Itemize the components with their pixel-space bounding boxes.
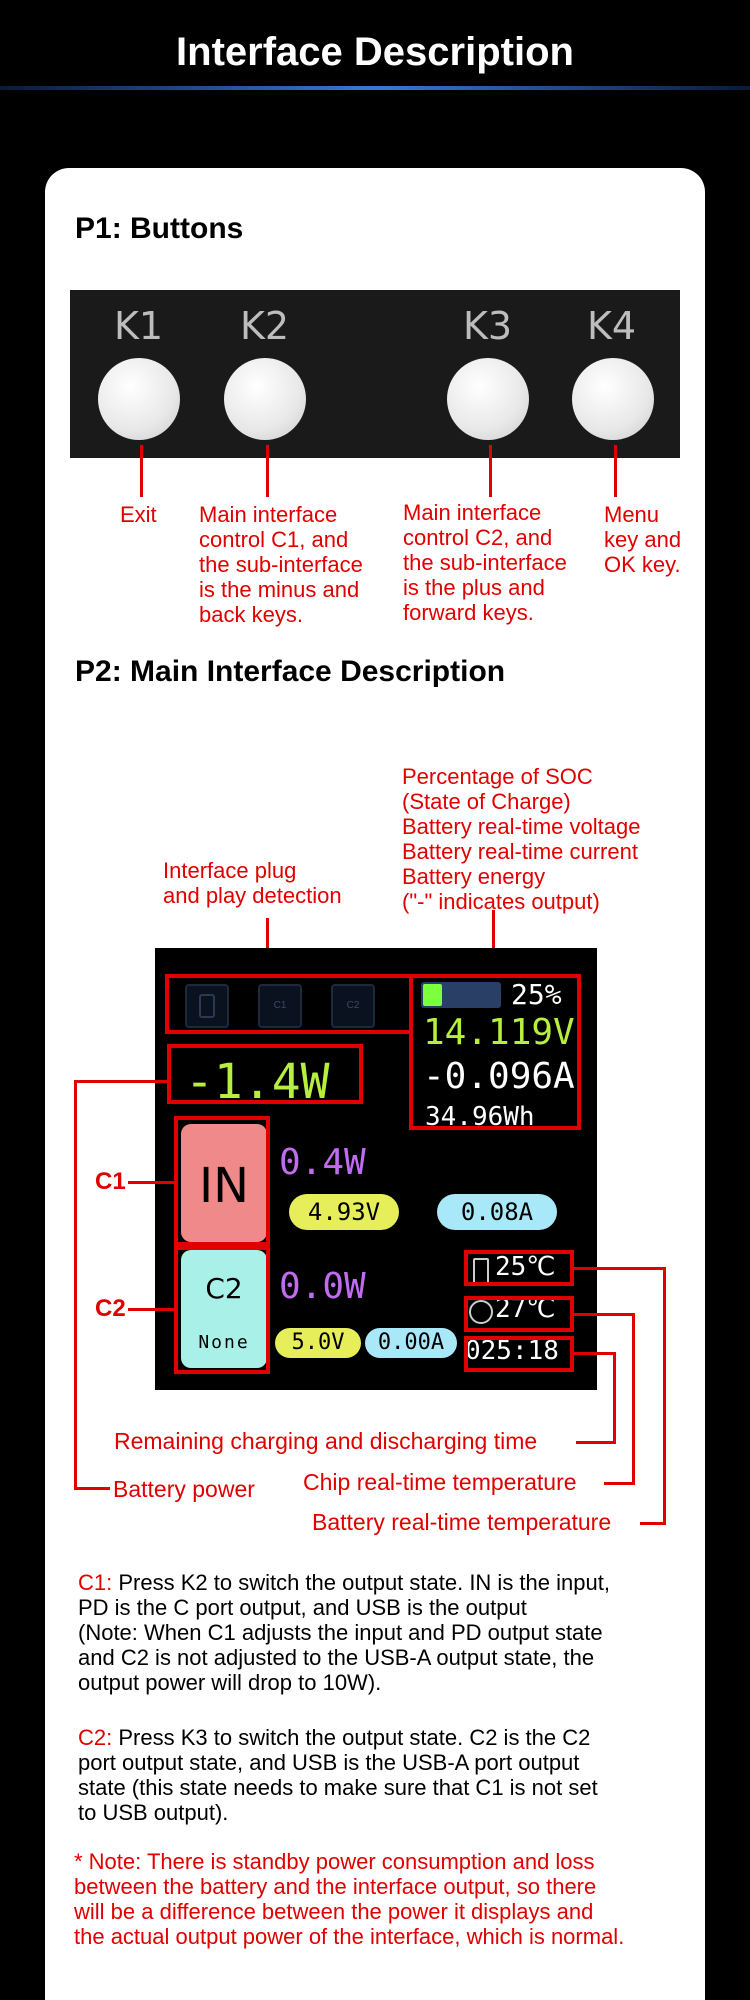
soc-percent: 25% (511, 978, 562, 1011)
battery-temp-box (464, 1250, 574, 1286)
chip-temp-icon (469, 1300, 493, 1324)
battery-power-box (167, 1044, 363, 1104)
remaining-time-box (464, 1336, 574, 1372)
chip-temp-connector-vertical (632, 1313, 635, 1485)
k2-button (224, 358, 306, 440)
battery-power-connector-vertical (74, 1080, 77, 1490)
standby-note: * Note: There is standby power consumpti… (74, 1849, 625, 1949)
soc-annotation: Percentage of SOC(State of Charge)Batter… (402, 764, 641, 914)
c1-side-label: C1 (95, 1168, 126, 1195)
c2-state-box: C2 None (181, 1250, 267, 1368)
p2-heading: P2: Main Interface Description (75, 655, 506, 688)
remaining-time-connector-bottom (576, 1441, 616, 1444)
c1-current-pill: 0.08A (437, 1194, 557, 1230)
soc-fill (423, 984, 442, 1006)
k4-button (572, 358, 654, 440)
port-c2-icon: C2 (331, 984, 375, 1028)
c2-box (174, 1246, 270, 1374)
soc-box (409, 974, 581, 1130)
battery-current: -0.096A (423, 1056, 575, 1097)
k2-label: K2 (240, 304, 290, 348)
soc-battery-icon (421, 982, 501, 1008)
c1-state: IN (198, 1158, 250, 1214)
battery-voltage: 14.119V (423, 1012, 575, 1053)
page-header: Interface Description (0, 0, 750, 90)
c2-state: None (198, 1332, 250, 1353)
k3-pointer (489, 445, 492, 497)
soc-pointer (492, 910, 495, 982)
k1-button (98, 358, 180, 440)
c2-name: C2 (205, 1272, 243, 1305)
battery-temp-connector-bottom (640, 1522, 666, 1525)
k1-label: K1 (114, 304, 164, 348)
k3-label: K3 (463, 304, 513, 348)
chip-temp-label: Chip real-time temperature (303, 1469, 577, 1495)
remaining-time-label: Remaining charging and discharging time (114, 1428, 538, 1454)
remaining-time: 025:18 (465, 1336, 559, 1366)
c2-voltage-pill: 5.0V (275, 1328, 361, 1358)
c1-box (174, 1116, 270, 1246)
c2-connector (128, 1308, 174, 1311)
remaining-time-connector-vertical (613, 1352, 616, 1444)
k3-button (447, 358, 529, 440)
header-divider (0, 86, 750, 90)
page-title: Interface Description (176, 30, 574, 74)
chip-temp-box (464, 1296, 574, 1332)
battery-temp-label: Battery real-time temperature (312, 1509, 612, 1535)
c2-side-label: C2 (95, 1295, 126, 1322)
chip-temp-connector-bottom (604, 1482, 635, 1485)
battery-power-connector-top (74, 1080, 167, 1083)
port-c1-icon: C1 (258, 984, 302, 1028)
c2-power: 0.0W (279, 1266, 366, 1307)
k2-pointer (266, 445, 269, 497)
k4-pointer (614, 445, 617, 497)
remaining-time-connector-top (574, 1352, 616, 1355)
c1-connector (128, 1181, 174, 1184)
c1-note: C1: Press K2 to switch the output state.… (78, 1570, 610, 1695)
c1-voltage-pill: 4.93V (289, 1194, 399, 1230)
c2-note-prefix: C2: (78, 1725, 113, 1750)
p1-heading: P1: Buttons (75, 212, 244, 245)
exit-label: Exit (120, 502, 157, 527)
chip-temp-connector-top (574, 1313, 635, 1316)
battery-temp-connector-top (574, 1267, 666, 1270)
c2-note: C2: Press K3 to switch the output state.… (78, 1725, 598, 1825)
c2-current-pill: 0.00A (365, 1328, 457, 1358)
c1-note-prefix: C1: (78, 1570, 113, 1595)
battery-temp: 25℃ (495, 1252, 556, 1282)
k1-pointer (140, 445, 143, 497)
battery-power-label: Battery power (113, 1476, 255, 1502)
battery-temp-connector-vertical (663, 1267, 666, 1525)
battery-power-connector-bottom (74, 1487, 110, 1490)
c1-state-box: IN (181, 1124, 267, 1242)
port-a-icon (185, 984, 229, 1028)
plug-detection-box (165, 974, 413, 1034)
device-screen: C1 C2 25% 14.119V -0.096A 34.96Wh -1.4W … (155, 948, 597, 1390)
buttons-photo: K1 K2 K3 K4 (70, 290, 680, 458)
k4-label: K4 (587, 304, 637, 348)
c1-power: 0.4W (279, 1142, 366, 1183)
